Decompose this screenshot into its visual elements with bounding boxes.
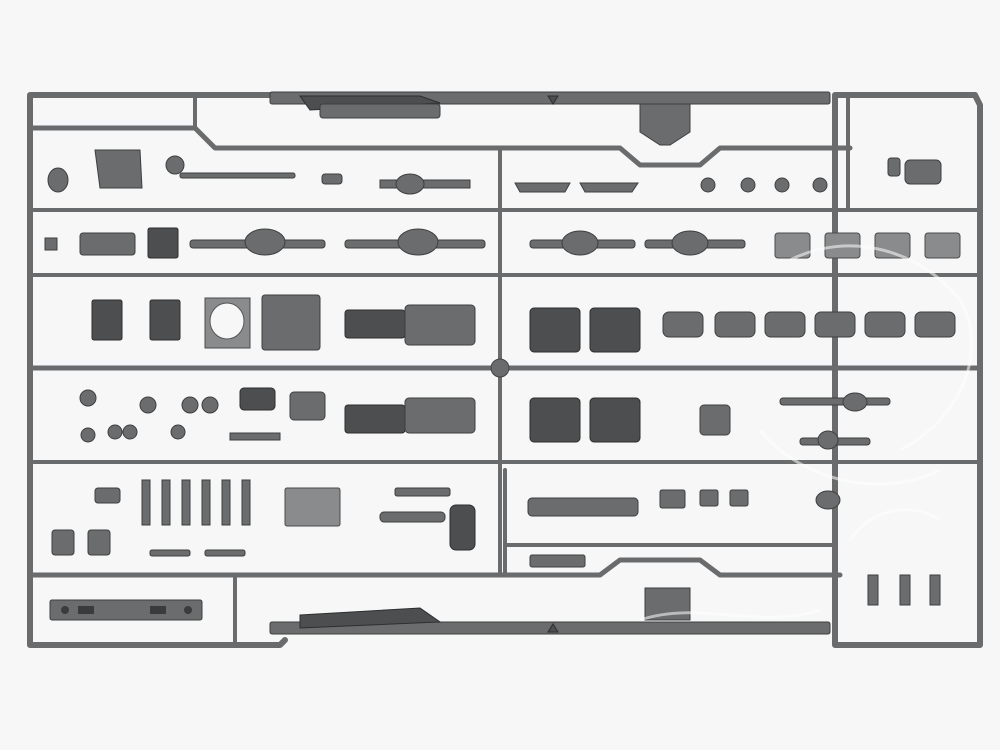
row-1-parts [47,149,942,195]
bumper-part [49,599,203,621]
row-3-parts [91,294,956,353]
sprue-frame [27,92,983,648]
chassis-rail-top [269,91,831,146]
row-4-parts [79,387,891,450]
chassis-rail-bottom [269,587,831,635]
watermark-logo [639,244,974,622]
row-5-parts [51,479,941,606]
row-2-parts [44,227,961,259]
